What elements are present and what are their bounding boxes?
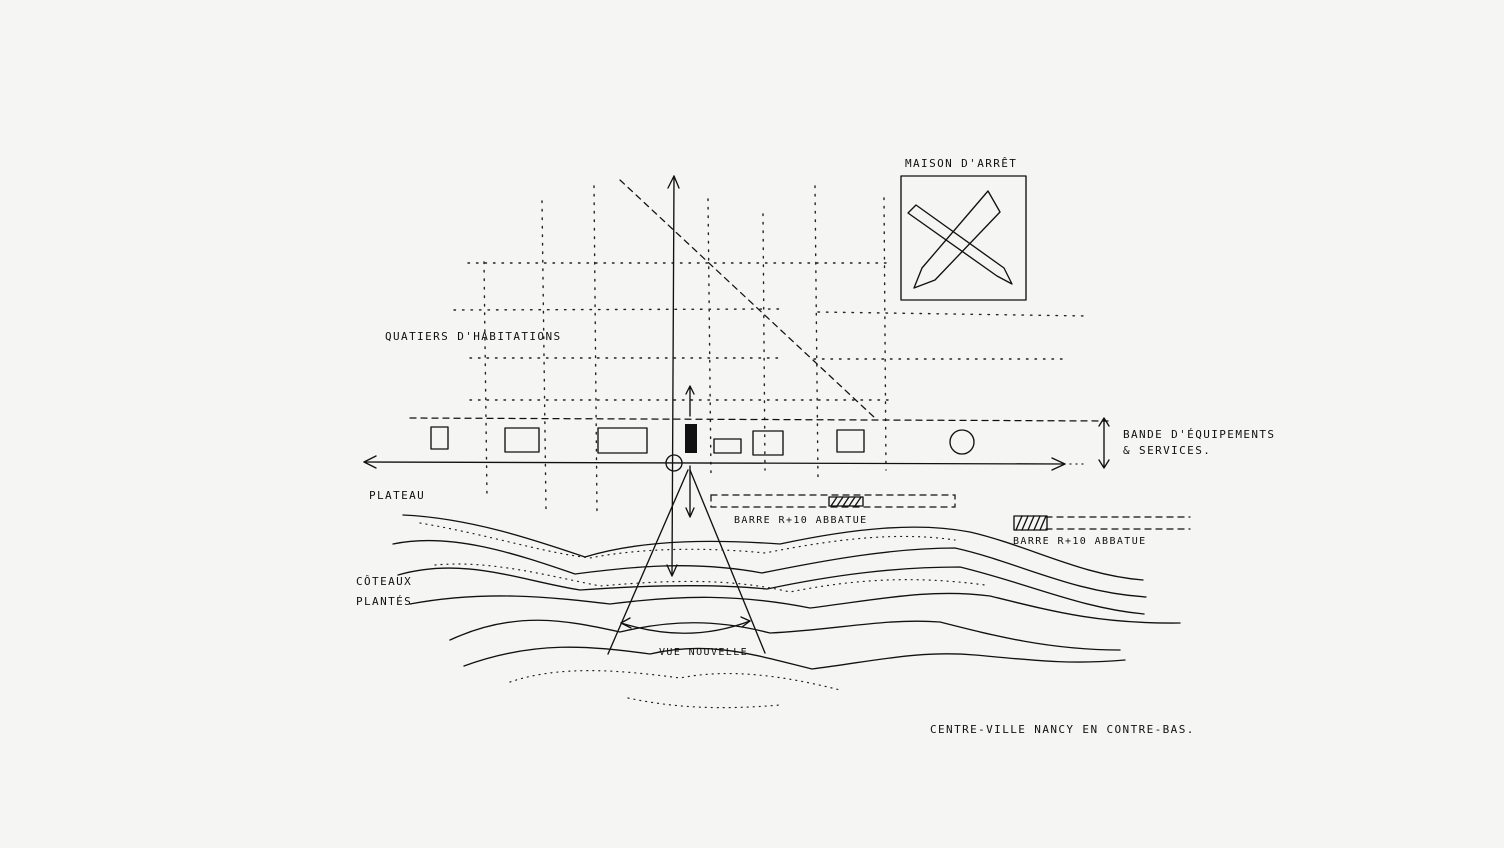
grid-dotted-vertical-1 bbox=[483, 261, 488, 499]
label-bande-line-2: & SERVICES. bbox=[1123, 444, 1212, 457]
terrain-stipple-bottom bbox=[627, 697, 781, 709]
label-barre-1: BARRE R+10 ABBATUE bbox=[734, 515, 868, 526]
grid-dotted-horizontal-2 bbox=[453, 308, 781, 311]
equipment-band-top-line bbox=[409, 417, 1109, 422]
terrain-stipple-left bbox=[409, 547, 504, 676]
band-building-marked bbox=[685, 424, 697, 453]
vertical-axis-bottom-arrow bbox=[666, 564, 678, 577]
label-vue: VUE NOUVELLE bbox=[659, 647, 749, 658]
label-centre: CENTRE-VILLE NANCY EN CONTRE-BAS. bbox=[930, 723, 1195, 736]
horizontal-axis-line bbox=[363, 461, 1066, 465]
removed-bar-hatched-1 bbox=[828, 496, 864, 507]
label-coteaux-line-2: PLANTÉS bbox=[356, 595, 413, 608]
view-arc-right-arrow bbox=[740, 616, 751, 628]
grid-dotted-vertical-2 bbox=[541, 200, 547, 511]
label-bande-line-1: BANDE D'ÉQUIPEMENTS bbox=[1123, 428, 1276, 441]
band-circle-building bbox=[949, 429, 975, 455]
vertical-axis-line bbox=[671, 175, 675, 576]
band-dimension-line bbox=[1098, 417, 1110, 469]
prison-cross-stroke-1 bbox=[907, 204, 1013, 285]
prison-cross-stroke-2 bbox=[913, 190, 1001, 289]
view-cone-right-line bbox=[689, 469, 766, 654]
removed-bar-hatched-2 bbox=[1013, 515, 1048, 531]
removed-bar-hatch-lines-1 bbox=[830, 496, 862, 507]
terrain-contour-6 bbox=[463, 646, 1126, 670]
terrain-contour-1 bbox=[402, 514, 1144, 581]
grid-dotted-vertical-7 bbox=[883, 197, 887, 471]
label-plateau: PLATEAU bbox=[369, 489, 426, 502]
prison-square bbox=[900, 175, 1027, 301]
view-arc-left-arrow bbox=[620, 617, 632, 629]
terrain-stipple-lower bbox=[509, 670, 841, 691]
grid-dotted-vertical-5 bbox=[762, 213, 766, 471]
horizontal-axis-right-arrow bbox=[1051, 457, 1066, 471]
terrain-contour-4 bbox=[409, 592, 1181, 624]
terrain-contour-5 bbox=[449, 619, 1121, 651]
grid-dotted-vertical-6 bbox=[814, 185, 819, 481]
grid-dotted-horizontal-3 bbox=[817, 311, 1089, 317]
terrain-stipple-middle bbox=[434, 563, 986, 593]
removed-bar-hatch-lines-2 bbox=[1015, 515, 1047, 531]
label-barre-2: BARRE R+10 ABBATUE bbox=[1013, 536, 1147, 547]
band-building-4 bbox=[713, 438, 742, 454]
horizontal-axis-left-arrow bbox=[363, 455, 377, 469]
small-vertical-arrow-up bbox=[685, 385, 695, 417]
grid-dotted-vertical-3 bbox=[593, 185, 598, 515]
band-building-3 bbox=[597, 427, 648, 454]
terrain-contour-3 bbox=[397, 566, 1145, 615]
band-building-6 bbox=[836, 429, 865, 453]
terrain-contour-2 bbox=[392, 539, 1147, 598]
label-quartiers: QUATIERS D'HABITATIONS bbox=[385, 330, 562, 343]
label-maison: MAISON D'ARRÊT bbox=[905, 157, 1018, 170]
band-building-5 bbox=[752, 430, 784, 456]
band-building-1 bbox=[430, 426, 449, 450]
removed-bar-outline-1 bbox=[710, 494, 956, 508]
grid-dotted-vertical-4 bbox=[707, 198, 712, 477]
vertical-axis-top-arrow bbox=[667, 175, 680, 189]
small-vertical-arrow-down bbox=[685, 465, 695, 518]
diagonal-dashed-view-line bbox=[619, 179, 876, 419]
label-coteaux-line-1: CÔTEAUX bbox=[356, 575, 413, 588]
axis-intersection-circle bbox=[665, 454, 683, 472]
band-building-2 bbox=[504, 427, 540, 453]
terrain-stipple-upper bbox=[419, 522, 956, 559]
